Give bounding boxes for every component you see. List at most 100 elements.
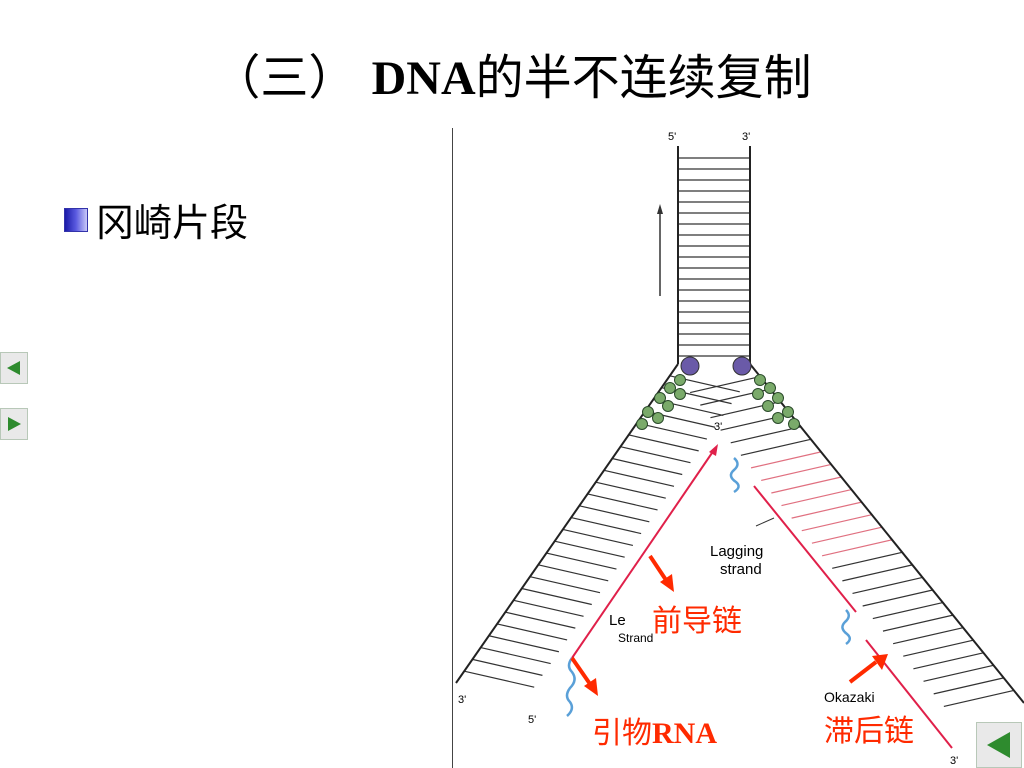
leading-label-1: Le	[609, 612, 626, 629]
title-dna: DNA	[371, 52, 476, 105]
right-arm-base-pair	[761, 463, 832, 482]
left-arm-base-pair	[595, 481, 666, 499]
right-arm-base-pair	[882, 614, 954, 632]
arrow-leading-head	[660, 574, 674, 592]
lagging-primer-2	[841, 609, 851, 646]
right-arm-base-pair	[872, 601, 943, 620]
ssb-protein	[782, 406, 794, 418]
ssb-protein	[652, 412, 664, 424]
right-arm-base-pair	[832, 551, 903, 569]
okazaki-fragment-1	[753, 485, 857, 613]
right-arm-base-pair	[923, 664, 994, 682]
page-title: （三） DNA的半不连续复制	[0, 38, 1024, 108]
leading-new-strand	[571, 449, 715, 659]
ssb-protein	[636, 418, 648, 430]
left-arm-base-pair	[480, 646, 551, 665]
right-arm-base-pair	[690, 375, 761, 394]
arrow-lagging-head	[872, 654, 888, 670]
left-arm-base-pair	[562, 528, 634, 546]
bullet-text: 冈崎片段	[96, 201, 249, 245]
annotation-primer-rna-text: RNA	[652, 717, 717, 750]
annotation-primer-prefix: 引物	[592, 716, 652, 751]
lagging-primer-1	[729, 457, 740, 494]
right-arm-base-pair	[933, 677, 1004, 695]
right-arm-base-pair	[903, 639, 974, 657]
ssb-protein	[674, 388, 686, 400]
triangle-right-icon	[8, 417, 21, 431]
direction-arrow-head	[657, 204, 663, 214]
lagging-label-2: strand	[720, 561, 762, 578]
left-arm-base-pair	[636, 422, 708, 440]
left-arm-base-pair	[570, 517, 642, 535]
label-top-5: 5'	[668, 131, 676, 143]
ssb-protein	[754, 374, 766, 386]
ssb-protein	[664, 382, 676, 394]
right-arm-base-pair	[852, 576, 923, 595]
lagging-label-1: Lagging	[710, 543, 763, 560]
left-arm-base-pair	[603, 469, 675, 487]
title-suffix: 的半不连续复制	[475, 50, 812, 106]
bullet-item: 冈崎片段	[64, 192, 248, 247]
left-arm-base-pair	[587, 493, 658, 511]
annotation-primer-rna: 引物RNA	[592, 708, 717, 752]
left-arm-base-pair	[628, 434, 699, 452]
right-arm-base-pair	[842, 564, 913, 582]
arrow-primer-head	[584, 678, 598, 696]
prev-slide-button[interactable]	[0, 352, 28, 384]
ssb-protein	[752, 388, 764, 400]
left-arm-base-pair	[513, 599, 584, 617]
right-arm-base-pair	[913, 652, 984, 670]
left-template-backbone	[455, 363, 679, 684]
helicase-right	[732, 356, 752, 376]
label-bottom-left-3: 3'	[458, 694, 466, 706]
replication-fork-diagram: 5' 3' 3' 3' 5' 3' Lagging strand Le Stra…	[452, 128, 1024, 768]
left-arm-base-pair	[464, 670, 535, 688]
right-arm-base-pair	[801, 514, 872, 532]
leading-label-2: Strand	[618, 631, 653, 645]
divider-line	[452, 128, 453, 768]
left-arm-base-pair	[529, 576, 601, 594]
left-arm-base-pair	[546, 552, 617, 570]
return-button[interactable]	[976, 722, 1022, 768]
arrow-lagging	[848, 660, 878, 684]
ssb-protein	[764, 382, 776, 394]
label-top-3: 3'	[742, 131, 750, 143]
left-arm-base-pair	[579, 505, 650, 523]
next-slide-button[interactable]	[0, 408, 28, 440]
right-arm-base-pair	[943, 689, 1014, 708]
ssb-protein	[662, 400, 674, 412]
right-arm-base-pair	[750, 451, 822, 469]
triangle-left-icon	[987, 732, 1010, 758]
ssb-protein	[654, 392, 666, 404]
base-pair-rungs	[464, 157, 1014, 708]
ssb-protein	[642, 406, 654, 418]
left-arm-base-pair	[472, 658, 543, 676]
label-bottom-left-5: 5'	[528, 714, 536, 726]
right-arm-base-pair	[821, 539, 893, 557]
okazaki-label: Okazaki	[824, 689, 875, 705]
leading-primer-rna	[565, 657, 576, 717]
leading-strand-arrowhead	[709, 444, 718, 456]
ssb-protein	[788, 418, 800, 430]
right-arm-base-pair	[892, 627, 964, 645]
replication-fork-svg: 5' 3' 3' 3' 5' 3' Lagging strand Le Stra…	[455, 131, 1024, 767]
title-prefix: （三）	[212, 50, 372, 106]
left-arm-base-pair	[505, 611, 576, 629]
right-arm-base-pair	[811, 526, 883, 544]
left-arm-base-pair	[521, 587, 592, 606]
right-arm-base-pair	[781, 488, 852, 507]
label-leading-3: 3'	[714, 421, 722, 433]
right-arm-base-pair	[862, 589, 933, 607]
left-arm-base-pair	[554, 540, 625, 558]
triangle-left-icon	[7, 361, 20, 375]
helicase-left	[680, 356, 700, 376]
ssb-protein	[674, 374, 686, 386]
annotation-lagging-strand: 滞后链	[824, 714, 914, 749]
left-arm-base-pair	[620, 446, 691, 464]
right-arm-base-pair	[740, 438, 812, 456]
arrow-leading	[648, 554, 668, 582]
annotation-leading-strand: 前导链	[652, 604, 742, 639]
lagging-pointer	[755, 517, 775, 527]
left-arm-base-pair	[538, 564, 609, 582]
arrow-primer	[570, 656, 592, 686]
